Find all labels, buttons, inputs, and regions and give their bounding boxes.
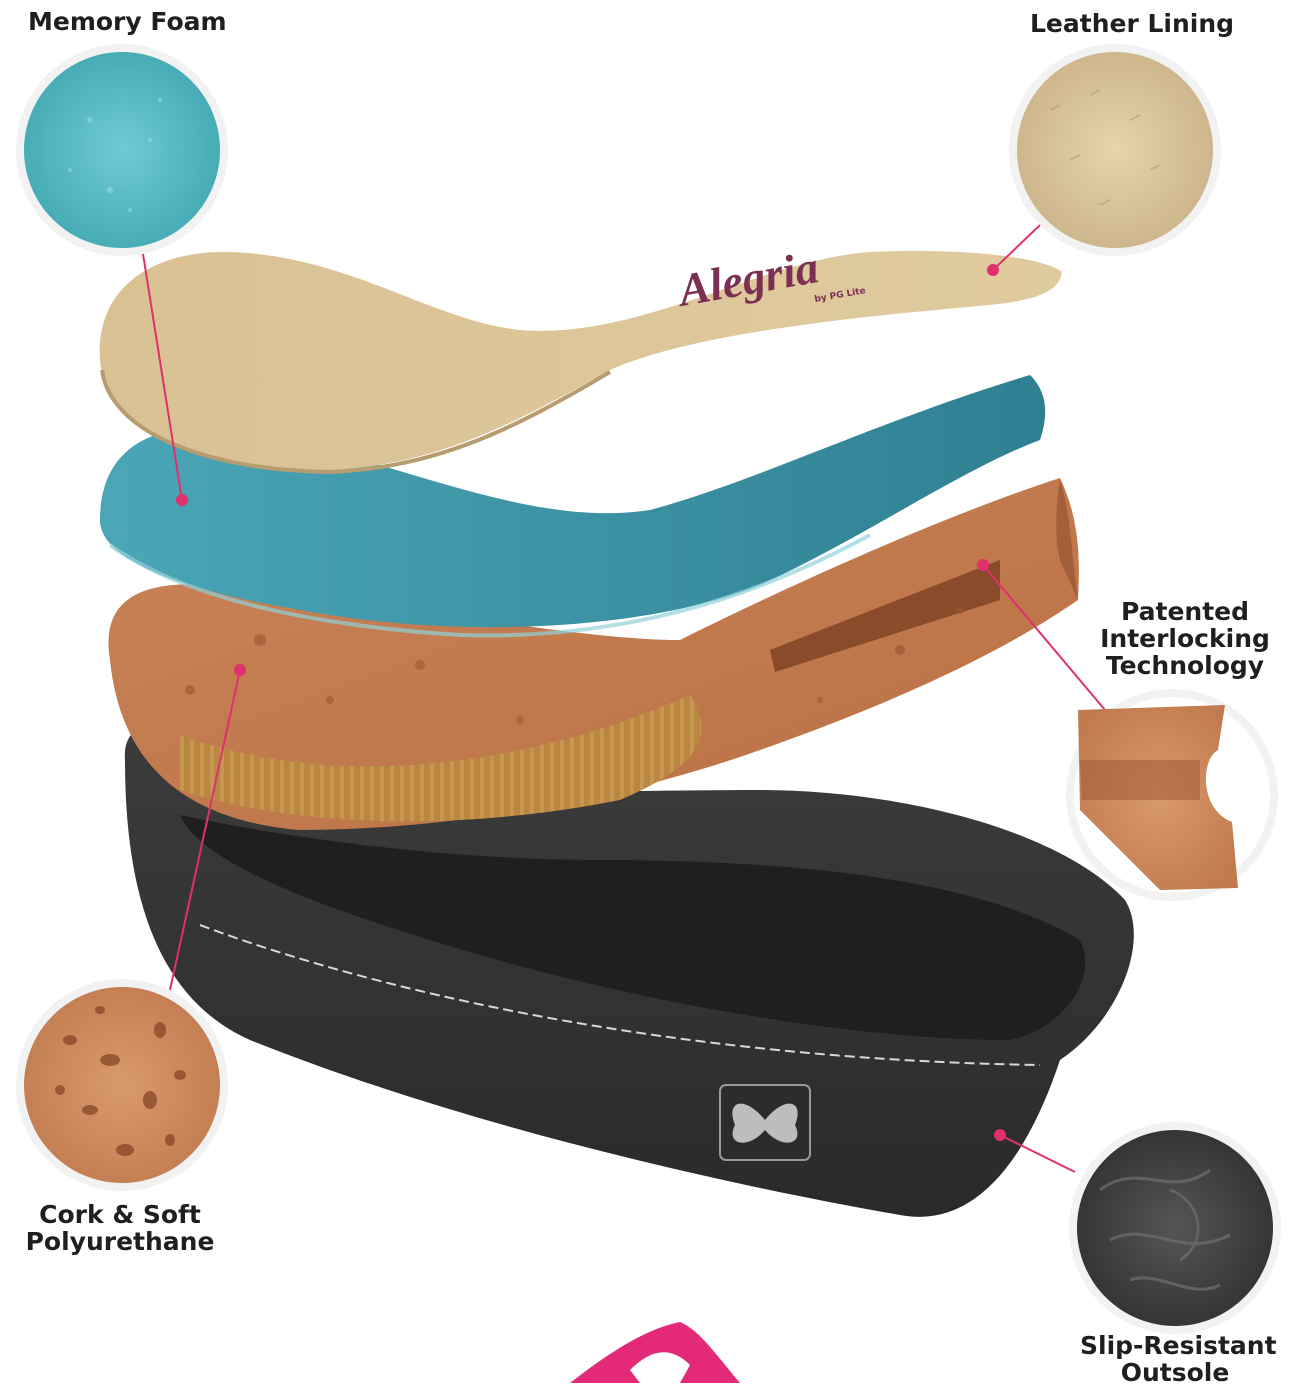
callout-dot-interlocking (978, 560, 988, 570)
label-leather-lining-text: Leather Lining (1030, 10, 1234, 37)
label-memory-foam: Memory Foam (28, 8, 227, 35)
label-interlocking-line1: Patented (1100, 598, 1270, 625)
interlocking-swatch (1066, 689, 1278, 901)
label-outsole: Slip-Resistant Outsole (1080, 1332, 1270, 1386)
label-leather-lining: Leather Lining (1030, 10, 1234, 37)
leather-lining-swatch (1009, 44, 1221, 256)
memory-foam-swatch (16, 44, 228, 256)
cork-swatch (16, 979, 228, 1191)
label-interlocking-line3: Technology (1100, 652, 1270, 679)
label-cork: Cork & Soft Polyurethane (20, 1201, 220, 1255)
label-interlocking: Patented Interlocking Technology (1100, 598, 1270, 679)
label-interlocking-line2: Interlocking (1100, 625, 1270, 652)
label-memory-foam-text: Memory Foam (28, 8, 227, 35)
label-cork-line1: Cork & Soft (20, 1201, 220, 1228)
label-outsole-line1: Slip-Resistant (1080, 1332, 1270, 1359)
callout-dot-cork (235, 665, 245, 675)
callout-dot-outsole (995, 1130, 1005, 1140)
outsole-swatch (1069, 1122, 1281, 1334)
callout-dot-leather (988, 265, 998, 275)
butterfly-emblem-icon (720, 1085, 810, 1160)
label-outsole-line2: Outsole (1080, 1359, 1270, 1386)
alegria-mark-icon (570, 1322, 740, 1383)
label-cork-line2: Polyurethane (20, 1228, 220, 1255)
callout-dot-memory-foam (177, 495, 187, 505)
